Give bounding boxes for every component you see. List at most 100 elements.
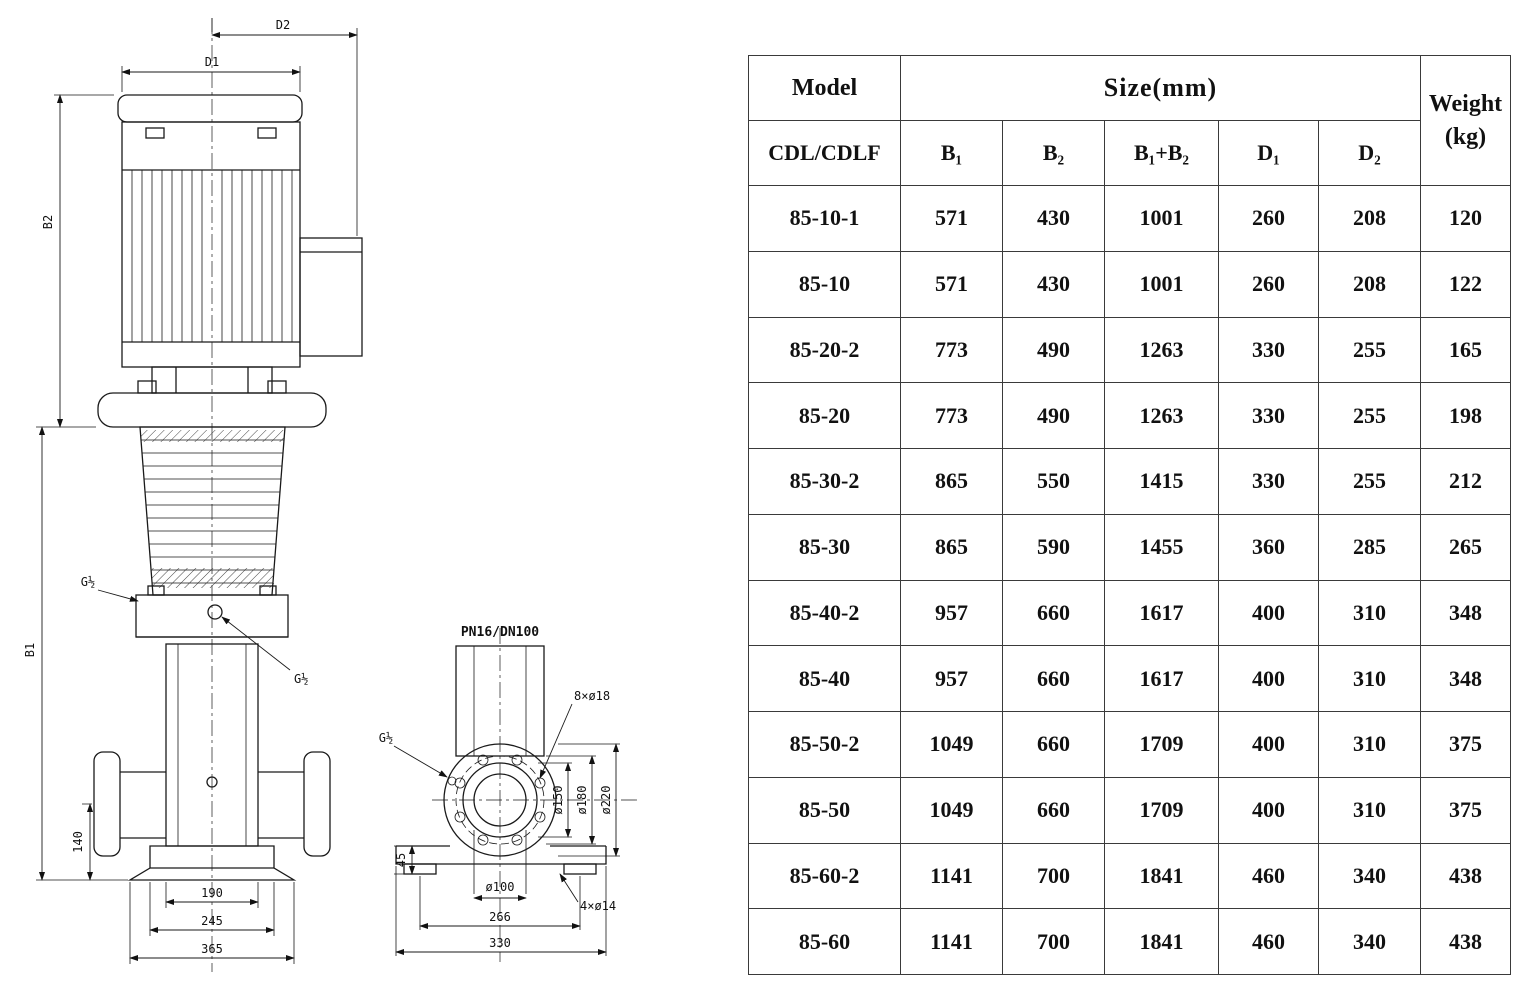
value-cell: 1617 xyxy=(1104,579,1219,647)
dim-266-label: 266 xyxy=(489,910,511,924)
dimension-lines-front xyxy=(38,31,358,962)
port-label-top: G½ xyxy=(81,575,95,589)
value-cell: 310 xyxy=(1318,711,1421,778)
value-cell: 208 xyxy=(1318,185,1421,252)
pump-head xyxy=(135,585,289,638)
dim-label-190: 190 xyxy=(201,886,223,900)
col-header-b1b2: B₁+B₂ xyxy=(1104,120,1219,186)
value-cell: 660 xyxy=(1002,645,1105,712)
pump-technical-drawing: D2 D1 B2 B1 140 190 245 365 G½ G½ xyxy=(0,0,745,1000)
value-cell: 460 xyxy=(1218,842,1319,910)
pump-drawing-svg: D2 D1 B2 B1 140 190 245 365 G½ G½ xyxy=(23,18,638,972)
size-header: Size(mm) xyxy=(900,55,1421,121)
model-subheader: CDL/CDLF xyxy=(748,120,901,186)
dia-220-label: ø220 xyxy=(599,786,613,815)
dim-label-d1: D1 xyxy=(205,55,219,69)
value-cell: 330 xyxy=(1218,448,1319,515)
extension-lines-flange xyxy=(394,743,620,956)
col-header-b1: B₁ xyxy=(900,120,1003,186)
value-cell: 1263 xyxy=(1104,382,1219,449)
value-cell: 490 xyxy=(1002,382,1105,449)
model-cell: 85-30 xyxy=(748,513,901,581)
value-cell: 1141 xyxy=(900,842,1003,910)
value-cell: 490 xyxy=(1002,316,1105,384)
value-cell: 957 xyxy=(900,579,1003,647)
dimension-table: Model Size(mm) Weight (kg) CDL/CDLF B₁ B… xyxy=(748,55,1511,975)
model-cell: 85-60 xyxy=(748,908,901,975)
value-cell: 310 xyxy=(1318,579,1421,647)
flange-port-label: G½ xyxy=(379,731,393,745)
model-cell: 85-50 xyxy=(748,776,901,844)
weight-header: Weight (kg) xyxy=(1420,55,1511,186)
labels-front: D2 D1 B2 B1 140 190 245 365 G½ G½ xyxy=(23,18,308,956)
value-cell: 1001 xyxy=(1104,185,1219,252)
value-cell: 310 xyxy=(1318,776,1421,844)
value-cell: 400 xyxy=(1218,579,1319,647)
model-cell: 85-60-2 xyxy=(748,842,901,910)
dim-label-b1: B1 xyxy=(23,643,37,657)
value-cell: 400 xyxy=(1218,711,1319,778)
dim-label-140: 140 xyxy=(71,831,85,853)
base-holes-label: 4×ø14 xyxy=(580,899,616,913)
value-cell: 1841 xyxy=(1104,842,1219,910)
side-flanges xyxy=(93,751,331,857)
value-cell: 700 xyxy=(1002,908,1105,975)
col-header-d1: D₁ xyxy=(1218,120,1319,186)
dia-100-label: ø100 xyxy=(486,880,515,894)
value-cell: 265 xyxy=(1420,513,1511,581)
flange-view: PN16/DN100 8×ø18 ø150 ø180 ø220 ø100 266… xyxy=(379,625,638,962)
value-cell: 255 xyxy=(1318,316,1421,384)
value-cell: 330 xyxy=(1218,382,1319,449)
value-cell: 660 xyxy=(1002,776,1105,844)
value-cell: 660 xyxy=(1002,711,1105,778)
motor xyxy=(117,94,363,368)
dim-45-label: 45 xyxy=(394,853,408,867)
header-row-2: CDL/CDLF B₁ B₂ B₁+B₂ D₁ D₂ xyxy=(748,120,1511,186)
value-cell: 198 xyxy=(1420,382,1511,449)
value-cell: 348 xyxy=(1420,645,1511,712)
value-cell: 438 xyxy=(1420,908,1511,975)
value-cell: 1455 xyxy=(1104,513,1219,581)
dia-150-label: ø150 xyxy=(551,786,565,815)
chamber-stack xyxy=(139,426,286,596)
model-cell: 85-20 xyxy=(748,382,901,449)
value-cell: 430 xyxy=(1002,250,1105,318)
head-port xyxy=(207,604,223,620)
extension-lines-front xyxy=(36,18,358,964)
flange-base xyxy=(395,845,607,875)
dimension-lines-flange xyxy=(393,703,620,956)
value-cell: 340 xyxy=(1318,908,1421,975)
value-cell: 590 xyxy=(1002,513,1105,581)
model-cell: 85-50-2 xyxy=(748,711,901,778)
labels-flange: PN16/DN100 8×ø18 ø150 ø180 ø220 ø100 266… xyxy=(379,625,616,950)
value-cell: 571 xyxy=(900,250,1003,318)
model-cell: 85-30-2 xyxy=(748,448,901,515)
value-cell: 212 xyxy=(1420,448,1511,515)
value-cell: 773 xyxy=(900,316,1003,384)
value-cell: 208 xyxy=(1318,250,1421,318)
value-cell: 165 xyxy=(1420,316,1511,384)
dim-label-d2: D2 xyxy=(276,18,290,32)
dim-label-365: 365 xyxy=(201,942,223,956)
value-cell: 310 xyxy=(1318,645,1421,712)
value-cell: 255 xyxy=(1318,448,1421,515)
value-cell: 260 xyxy=(1218,250,1319,318)
value-cell: 1049 xyxy=(900,776,1003,844)
value-cell: 1141 xyxy=(900,908,1003,975)
dim-330-label: 330 xyxy=(489,936,511,950)
value-cell: 1709 xyxy=(1104,711,1219,778)
value-cell: 1263 xyxy=(1104,316,1219,384)
value-cell: 571 xyxy=(900,185,1003,252)
size-weight-table: Model Size(mm) Weight (kg) CDL/CDLF B₁ B… xyxy=(748,55,1511,975)
dim-label-b2: B2 xyxy=(41,215,55,229)
model-cell: 85-40 xyxy=(748,645,901,712)
value-cell: 865 xyxy=(900,448,1003,515)
